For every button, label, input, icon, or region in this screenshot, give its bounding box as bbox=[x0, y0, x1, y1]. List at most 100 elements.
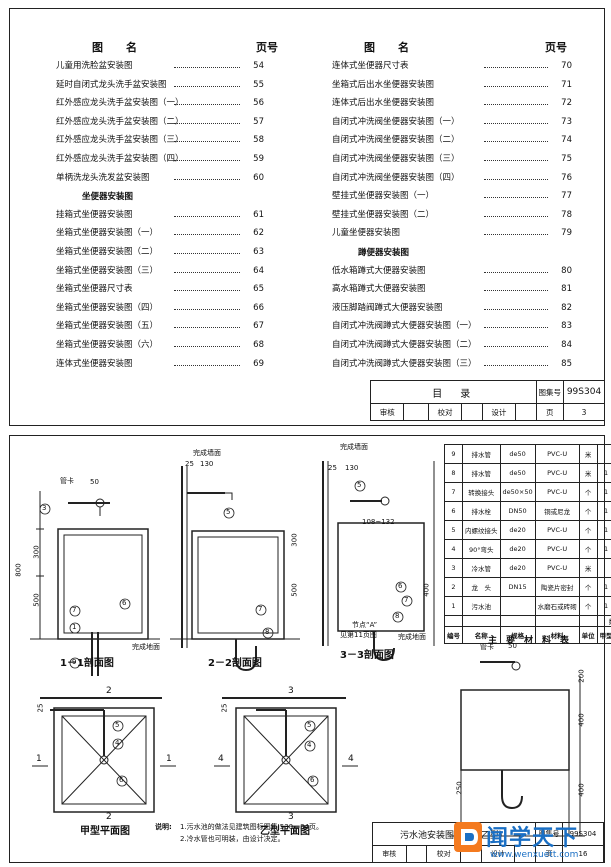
toc-entry[interactable]: 坐箱式坐便器安装图（六）68 bbox=[56, 338, 264, 352]
materials-cell: de50 bbox=[499, 444, 536, 464]
materials-cell: PVC-U bbox=[534, 539, 580, 559]
toc-entry-title: 自闭式冲洗阀坐便器安装图（四） bbox=[332, 172, 460, 183]
toc-entry-page: 56 bbox=[253, 98, 264, 109]
callout-5c: 5 bbox=[357, 481, 362, 489]
materials-cell: 冷水管 bbox=[462, 558, 501, 578]
toc-entry[interactable]: 坐箱式坐便器安装图（五）67 bbox=[56, 319, 264, 333]
toc-entry[interactable]: 坐箱式坐便器安装图（三）64 bbox=[56, 264, 264, 278]
toc-entry-title: 坐箱式坐便器安装图（六） bbox=[56, 340, 159, 350]
plan-a-caption: 甲型平面图 bbox=[80, 826, 130, 837]
toc-entry[interactable]: 红外感应龙头洗手盆安装图（二）57 bbox=[56, 115, 264, 129]
toc-entry[interactable]: 红外感应龙头洗手盆安装图（三）58 bbox=[56, 133, 264, 147]
toc-entry[interactable]: 自闭式冲洗阀坐便器安装图（四）76 bbox=[332, 171, 572, 185]
materials-cell: 内螺纹接头 bbox=[462, 520, 501, 540]
toc-entry[interactable]: 自闭式冲洗阀坐便器安装图（三）75 bbox=[332, 152, 572, 166]
callout-8c: 8 bbox=[395, 612, 400, 620]
dim-400-right-b: 400 bbox=[577, 783, 586, 797]
toc-entry[interactable]: 自闭式冲洗阀蹲式大便器安装图（一）83 bbox=[332, 319, 572, 333]
toc-entry-page: 73 bbox=[561, 116, 572, 127]
toc-entry[interactable]: 坐箱式坐便器安装图（二）63 bbox=[56, 245, 264, 259]
materials-cell: 1 bbox=[596, 463, 611, 483]
toc-leader-dots bbox=[174, 308, 240, 310]
materials-blank-cell bbox=[462, 615, 501, 627]
materials-cell: de20 bbox=[499, 520, 536, 540]
finished-wall-label-2: 完成墙面 bbox=[193, 449, 221, 457]
materials-cell: PVC-U bbox=[534, 520, 580, 540]
toc-entry[interactable]: 自闭式冲洗阀坐便器安装图（一）73 bbox=[332, 115, 572, 129]
materials-row: 1污水池水磨石或砖砌个11 bbox=[444, 596, 611, 616]
section-2-2-drawing bbox=[170, 466, 300, 672]
toc-title: 目 录 bbox=[370, 380, 537, 404]
toc-entry-page: 79 bbox=[561, 228, 572, 239]
toc-entry-page: 54 bbox=[253, 61, 264, 71]
toc-leader-dots bbox=[484, 104, 548, 106]
toc-leader-dots bbox=[484, 327, 548, 329]
callout-6c: 6 bbox=[398, 582, 403, 590]
toc-entry-title: 连体式后出水坐便器安装图 bbox=[332, 98, 435, 109]
toc-entry-title: 低水箱蹲式大便器安装图 bbox=[332, 265, 426, 276]
materials-cell: 铜或尼龙 bbox=[534, 501, 580, 521]
toc-entry[interactable]: 自闭式冲洗阀蹲式大便器安装图（二）84 bbox=[332, 338, 572, 352]
callout-4b: 4 bbox=[307, 741, 312, 749]
toc-entry-page: 61 bbox=[253, 209, 264, 220]
toc-entry-page: 82 bbox=[561, 302, 572, 313]
toc-entry-page: 80 bbox=[561, 265, 572, 276]
toc-entry[interactable]: 坐箱式坐便器安装图（四）66 bbox=[56, 301, 264, 315]
toc-entry[interactable]: 低水箱蹲式大便器安装图 80 bbox=[332, 264, 572, 278]
materials-header-cell: 甲型 bbox=[596, 626, 611, 644]
toc-entry-page: 62 bbox=[253, 228, 264, 239]
dim-50-1: 50 bbox=[90, 478, 99, 486]
toc-section-heading: 蹲便器安装图 bbox=[358, 248, 410, 258]
materials-cell bbox=[596, 558, 611, 578]
toc-entry-title: 自闭式冲洗阀坐便器安装图（三） bbox=[332, 154, 460, 164]
toc-entry-page: 59 bbox=[253, 154, 264, 164]
materials-cell: 个 bbox=[578, 501, 598, 521]
callout-5a: 5 bbox=[115, 721, 120, 729]
dim-130-3: 130 bbox=[345, 464, 359, 472]
toc-entry-title: 壁挂式坐便器安装图（二） bbox=[332, 209, 435, 220]
section-1-1-caption: 1－1剖面图 bbox=[60, 658, 114, 669]
callout-1: 1 bbox=[72, 623, 77, 631]
dim-300-1: 300 bbox=[32, 545, 41, 559]
toc-entry[interactable]: 壁挂式坐便器安装图（二）78 bbox=[332, 208, 572, 222]
section-mark-2-top: 2 bbox=[106, 686, 112, 696]
materials-cell: 米 bbox=[578, 463, 598, 483]
toc-entry[interactable]: 坐箱式后出水坐便器安装图 71 bbox=[332, 78, 572, 92]
watermark-brand: 闻学天下 bbox=[486, 826, 579, 851]
toc-entry[interactable]: 红外感应龙头洗手盆安装图（四）59 bbox=[56, 152, 264, 166]
dim-25-3: 25 bbox=[328, 464, 337, 472]
toc-entry-page: 69 bbox=[253, 358, 264, 369]
callout-4a: 4 bbox=[115, 739, 120, 747]
toc-leader-dots bbox=[484, 85, 548, 87]
toc-entry-title: 红外感应龙头洗手盆安装图（二） bbox=[56, 116, 184, 127]
toc-left-name-header: 图 名 bbox=[92, 41, 143, 54]
toc-entry[interactable]: 坐箱式坐便器安装图（一）62 bbox=[56, 226, 264, 240]
materials-cell: 个 bbox=[578, 596, 598, 616]
toc-entry[interactable]: 自闭式冲洗阀蹲式大便器安装图（三）85 bbox=[332, 357, 572, 371]
toc-entry-page: 71 bbox=[561, 79, 572, 90]
toc-entry-page: 70 bbox=[561, 61, 572, 71]
toc-entry[interactable]: 壁挂式坐便器安装图（一）77 bbox=[332, 189, 572, 203]
toc-entry[interactable]: 红外感应龙头洗手盆安装图（一）56 bbox=[56, 96, 264, 110]
toc-entry-title: 延时自闭式龙头洗手盆安装图 bbox=[56, 79, 167, 90]
toc-leader-dots bbox=[484, 178, 548, 180]
watermark-url: www.wenxuett.com bbox=[490, 850, 579, 860]
title-block-top: 目 录 图集号 99S304 审核 校对 设计 页 3 bbox=[369, 380, 606, 426]
toc-entry-title: 坐箱式后出水坐便器安装图 bbox=[332, 79, 435, 90]
toc-entry[interactable]: 自闭式冲洗阀坐便器安装图（二）74 bbox=[332, 133, 572, 147]
materials-cell: de50 bbox=[499, 463, 536, 483]
section-3-3-drawing bbox=[322, 461, 435, 662]
dim-200-right: 200 bbox=[577, 669, 586, 683]
